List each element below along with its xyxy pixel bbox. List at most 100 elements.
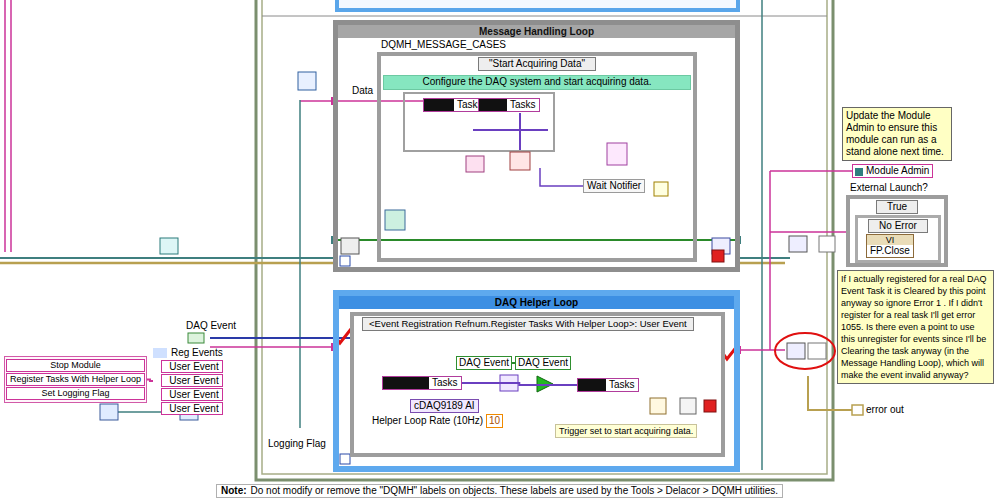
stop-terminal [712,250,724,262]
icon [819,236,835,252]
error-wire [0,262,785,265]
node-text: Tasks [432,377,458,389]
event-structure: <Event Registration Refnum.Register Task… [350,312,725,457]
while-loop: Message Handling LoopDQMH_MESSAGE_CASES"… [333,20,740,272]
wire-label: Data [352,85,373,97]
comment-bar: Configure the DAQ system and start acqui… [383,75,691,90]
icon [341,238,359,254]
terminal-label-text: Logging Flag [268,438,326,450]
icon [160,238,178,254]
wire [338,239,735,241]
node-text: DAQ Event [459,357,509,369]
node-text: Note: [221,485,247,496]
wire [210,337,352,339]
register-events-node: Reg EventsUser EventUser EventUser Event… [153,347,223,415]
node-text: User Event [161,374,223,387]
control-label: Helper Loop Rate (10Hz) [372,415,483,427]
node-text: User Event [161,388,223,401]
event-label: DAQ Event [186,320,236,332]
node-text: DAQ Event [186,320,236,332]
case-structure: No ErrorVIFP.Close [855,215,941,263]
terminal-label: Logging Flag [268,438,326,450]
node-text: User Event [161,360,223,373]
wire [761,0,763,470]
wire [5,0,11,252]
iteration-terminal [340,256,350,266]
node-text: Tasks [510,99,536,111]
icon [650,398,666,414]
icon [188,333,204,343]
node-text: <Event Registration Refnum.Register Task… [362,317,694,331]
icon [607,143,627,165]
iteration-terminal [340,454,350,464]
event-constant: DAQ Event [456,356,512,370]
node-text: Configure the DAQ system and start acqui… [384,76,690,88]
node-text: Stop Module [6,359,145,372]
icon [808,343,826,359]
event-cluster: Stop ModuleRegister Tasks With Helper Lo… [4,356,147,403]
function-node: Wait Notifier [583,179,645,193]
property-node: Tasks [478,98,540,112]
case-structure: DQMH_MESSAGE_CASES"Start Acquiring Data"… [377,52,697,262]
node-text: Module Admin [866,165,929,177]
icon [680,398,696,414]
node-text: Message Handling Loop [338,25,735,38]
node-text: External Launch? [850,182,944,194]
node-text: Reg Events [153,347,223,359]
case-structure: External Launch?TrueNo ErrorVIFP.Close [846,195,948,267]
structure-frame [262,0,827,474]
indicator-label: error out [866,404,904,416]
channel-constant: cDAQ9189 AI [410,399,479,413]
node-text: VI [867,235,913,245]
icon [100,404,118,420]
node-text: No Error [868,219,928,233]
node-text: 10 [489,415,500,427]
icon [385,210,405,230]
node-text: True [876,200,918,214]
highlight-circle [775,333,835,369]
icon [789,236,807,252]
wire-connector [147,380,153,382]
module-admin-node: Module Admin [852,164,933,178]
wire [262,16,827,17]
structure-frame [256,0,833,480]
numeric-constant: 10 [486,414,503,428]
note-box: Update the Module Admin to ensure this m… [842,107,952,161]
node-text: User Event [161,402,223,415]
stop-terminal [704,400,716,412]
property-node: Tasks [577,378,639,392]
indicator-terminal [852,405,863,415]
node-text: DAQ Event [518,357,568,369]
node-text: Wait Notifier [587,180,641,192]
note-bar: Note:Do not modify or remove the "DQMH" … [216,484,783,498]
node-text: DAQ Helper Loop [339,296,734,309]
indicator-label-text: error out [866,404,904,416]
note-box: If I actually registered for a real DAQ … [837,270,994,384]
icon [298,72,316,90]
event-constant: DAQ Event [515,356,571,370]
node-text: Set Logging Flag [6,387,145,400]
node-text: "Start Acquiring Data" [478,57,596,71]
wire [540,168,583,186]
control-label-text: Helper Loop Rate (10Hz) [372,415,483,427]
node-text: If I actually registered for a real DAQ … [841,273,990,381]
flat-sequence-frame [404,93,554,151]
icon [654,182,668,196]
property-node: Tasks [382,376,462,390]
node-text: Register Tasks With Helper Loop [6,373,145,386]
while-loop: DAQ Helper Loop <Event Registration Refnu… [333,290,740,472]
wire [299,100,301,428]
wire [473,113,548,150]
wire [210,347,785,350]
node-text: Update the Module Admin to ensure this m… [846,110,948,158]
icon [510,152,530,170]
property-node: VIFP.Close [866,234,914,258]
node-text: DQMH_MESSAGE_CASES [381,39,693,51]
wire-connector [462,383,577,385]
node-text: Trigger set to start acquiring data. [559,425,693,437]
node-text: Tasks [609,379,635,391]
node-text: FP.Close [867,245,913,257]
loop-frame [337,0,738,10]
comment-box: Trigger set to start acquiring data. [555,424,697,438]
